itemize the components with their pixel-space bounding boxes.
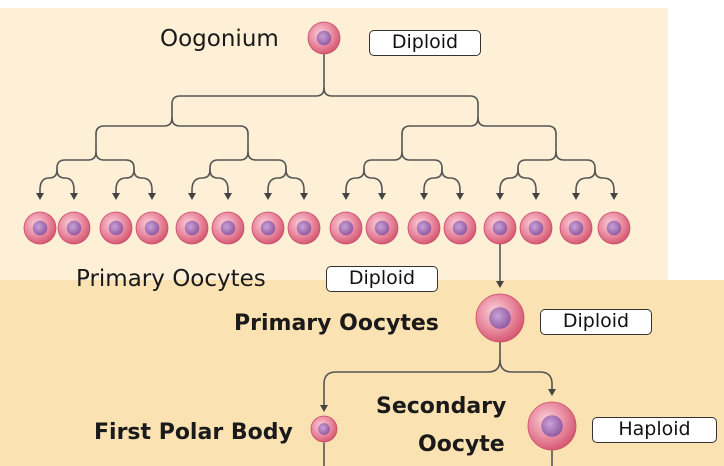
- arrow-to-secondary-oocyte: [499, 359, 556, 396]
- leaf-arrow-2-0-a: [342, 167, 365, 200]
- branch-l2-2-left: [363, 133, 403, 169]
- primary-oocyte-cell-12: [443, 211, 477, 245]
- primary-oocyte-cell-8: [287, 211, 321, 245]
- branch-l1-1-right: [477, 117, 557, 135]
- branch-l2-3-left: [517, 133, 557, 169]
- leaf-arrow-2-1-a: [420, 167, 443, 200]
- leaf-arrow-1-1-a: [264, 167, 287, 200]
- primary-oocyte-cell-6: [211, 211, 245, 245]
- primary-oocyte-cell-3: [99, 211, 133, 245]
- oogonium-label: Oogonium: [160, 26, 279, 52]
- primary-oocyte-cell-15: [559, 211, 593, 245]
- leaf-arrow-3-0-a: [496, 167, 519, 200]
- leaf-arrow-1-1-b: [285, 169, 308, 200]
- leaf-arrow-1-0-b: [209, 169, 232, 200]
- branch-l2-1-left: [209, 133, 249, 169]
- branch-l1-1-left: [401, 103, 479, 135]
- primary-oocyte-cell-4: [135, 211, 169, 245]
- primary-ploidy-badge: Diploid: [540, 309, 652, 335]
- leaf-arrow-0-0-a: [36, 167, 58, 200]
- primary-oocyte-cell-2: [57, 211, 91, 245]
- leaf-arrow-3-0-b: [517, 169, 540, 200]
- primary-oocyte-cell-1: [23, 211, 57, 245]
- primary-oocyte-cell-9: [329, 211, 363, 245]
- branch-l0-right: [323, 87, 479, 105]
- leaf-arrow-3-1-b: [594, 169, 618, 200]
- primary-row-ploidy-badge: Diploid: [326, 266, 438, 292]
- branch-l1-0-right: [171, 117, 249, 135]
- primary-oocyte-cell-11: [407, 211, 441, 245]
- branch-l2-1-right: [247, 151, 287, 169]
- primary-oocyte-cell-7: [251, 211, 285, 245]
- secondary-ploidy-badge: Haploid: [592, 417, 717, 443]
- primary-oocyte-cell-14: [519, 211, 553, 245]
- arrow-to-polar-body: [320, 341, 501, 412]
- primary-oocytes-row-label: Primary Oocytes: [76, 266, 266, 292]
- primary-oocyte-cell-5: [175, 211, 209, 245]
- leaf-arrow-1-0-a: [188, 167, 211, 200]
- leaf-arrow-2-0-b: [363, 169, 386, 200]
- primary-oocyte-cell-large: [475, 293, 525, 343]
- secondary-oocyte-cell: [527, 401, 577, 451]
- first-polar-body-label: First Polar Body: [94, 420, 293, 445]
- primary-oocyte-cell-13: [483, 211, 517, 245]
- first-polar-body-cell: [310, 415, 338, 443]
- primary-oocytes-label: Primary Oocytes: [234, 311, 439, 336]
- branch-l2-3-right: [555, 151, 596, 169]
- oogonium-cell: [307, 21, 341, 55]
- oogonium-ploidy-badge: Diploid: [369, 30, 481, 56]
- secondary-oocyte-label-line2: Oocyte: [418, 432, 505, 457]
- leaf-arrow-2-1-b: [441, 169, 464, 200]
- leaf-arrow-0-0-b: [56, 169, 78, 200]
- branch-l0-left: [171, 53, 325, 105]
- branch-l2-0-left: [56, 133, 97, 169]
- secondary-oocyte-label-line1: Secondary: [376, 394, 507, 419]
- primary-oocyte-cell-10: [365, 211, 399, 245]
- branch-l2-2-right: [401, 151, 443, 169]
- leaf-arrow-0-1-b: [133, 169, 156, 200]
- leaf-arrow-0-1-a: [112, 167, 135, 200]
- branch-l1-0-left: [95, 103, 173, 135]
- branch-l2-0-right: [95, 151, 135, 169]
- primary-oocyte-cell-16: [597, 211, 631, 245]
- leaf-arrow-3-1-a: [572, 167, 596, 200]
